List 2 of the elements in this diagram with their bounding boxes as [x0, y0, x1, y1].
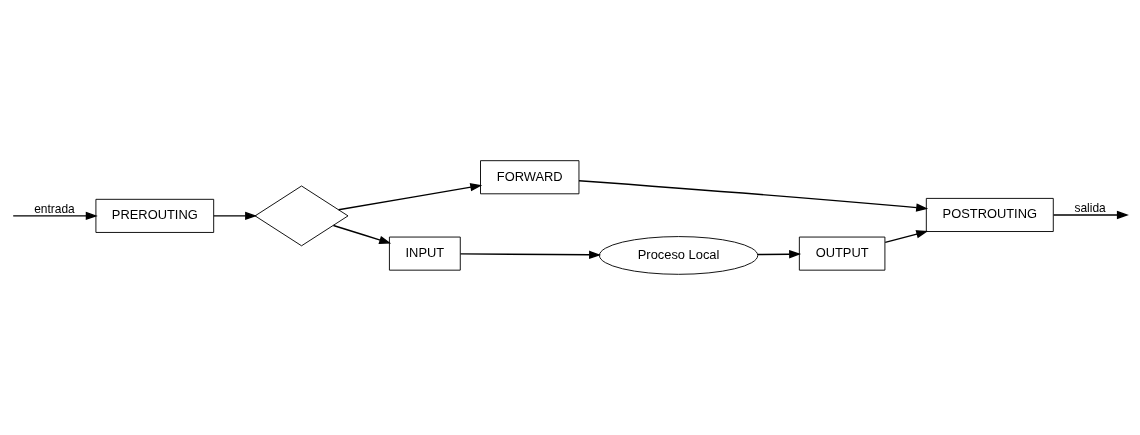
edge-label: entrada	[34, 201, 75, 216]
edge-label: salida	[1074, 200, 1106, 215]
